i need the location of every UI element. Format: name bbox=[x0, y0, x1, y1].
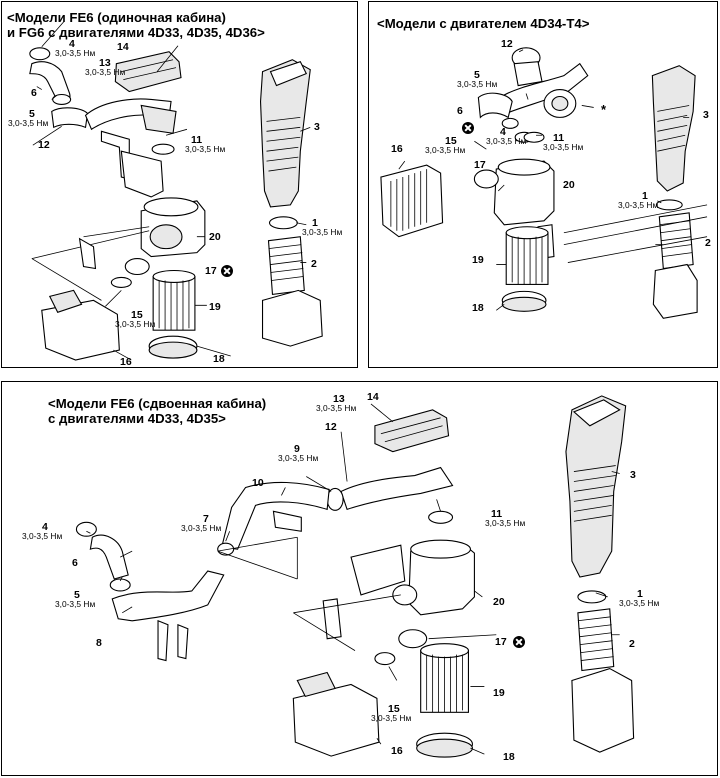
double-cab-diagram-art bbox=[75, 395, 635, 758]
callout-19-number: 19 bbox=[472, 254, 484, 266]
callout-5-torque: 3,0-3,5 Нм bbox=[457, 79, 498, 89]
callout-19-number: 19 bbox=[493, 687, 505, 699]
callout-13-number: 13 bbox=[333, 393, 345, 405]
panel-single-cab: <Модели FE6 (одиночная кабина) и FG6 с д… bbox=[1, 1, 358, 368]
engine-4d34-diagram-art bbox=[380, 47, 708, 319]
callout-9-torque: 3,0-3,5 Нм bbox=[278, 453, 319, 463]
callout-20-number: 20 bbox=[493, 596, 505, 608]
callout-6-number: 6 bbox=[72, 557, 78, 569]
callout-4-number: 4 bbox=[500, 126, 506, 138]
single-cab-diagram-art bbox=[29, 21, 323, 361]
callout-13-number: 13 bbox=[99, 57, 111, 69]
panel-2-title: <Модели с двигателем 4D34-T4> bbox=[377, 16, 590, 31]
callout-15-torque: 3,0-3,5 Нм bbox=[371, 713, 412, 723]
callout-16-number: 16 bbox=[120, 356, 132, 368]
callout-1-number: 1 bbox=[312, 217, 318, 229]
callout-4-number: 4 bbox=[69, 38, 75, 50]
callout-1-torque: 3,0-3,5 Нм bbox=[618, 200, 659, 210]
callout-13-torque: 3,0-3,5 Нм bbox=[85, 67, 126, 77]
callout-11-number: 11 bbox=[191, 134, 203, 146]
callout-17-number: 17 bbox=[474, 159, 486, 171]
callout-18-number: 18 bbox=[472, 302, 484, 314]
callout-16-number: 16 bbox=[391, 745, 403, 757]
callout-18-number: 18 bbox=[503, 751, 515, 763]
callout-4-torque: 3,0-3,5 Нм bbox=[486, 136, 527, 146]
panel-double-cab: <Модели FE6 (сдвоенная кабина) с двигате… bbox=[1, 381, 718, 776]
callout-11-number: 11 bbox=[553, 132, 565, 144]
callout-5-torque: 3,0-3,5 Нм bbox=[55, 599, 96, 609]
callout-4-torque: 3,0-3,5 Нм bbox=[22, 531, 63, 541]
callout-15-number: 15 bbox=[445, 135, 457, 147]
panel-3-title-line-2: с двигателями 4D33, 4D35> bbox=[48, 411, 226, 426]
callout-10-number: 10 bbox=[252, 477, 264, 489]
callout-19-number: 19 bbox=[209, 301, 221, 313]
callout-2-number: 2 bbox=[311, 258, 317, 270]
callout-1-torque: 3,0-3,5 Нм bbox=[302, 227, 343, 237]
callout-2-number: 2 bbox=[705, 237, 711, 249]
callout-14-number: 14 bbox=[117, 41, 129, 53]
turbocharger-asterisk: * bbox=[601, 102, 607, 117]
callout-18-number: 18 bbox=[213, 353, 225, 365]
callout-15-torque: 3,0-3,5 Нм bbox=[425, 145, 466, 155]
callout-3-number: 3 bbox=[630, 469, 636, 481]
callout-15-number: 15 bbox=[131, 309, 143, 321]
callout-3-number: 3 bbox=[703, 109, 709, 121]
callout-7-number: 7 bbox=[203, 513, 209, 525]
callout-5-torque: 3,0-3,5 Нм bbox=[8, 118, 49, 128]
callout-2-number: 2 bbox=[629, 638, 635, 650]
callout-17-number: 17 bbox=[495, 636, 507, 648]
callout-12-number: 12 bbox=[38, 139, 50, 151]
panel-4d34: <Модели с двигателем 4D34-T4> * 12 5 3,0… bbox=[368, 1, 718, 368]
callout-11-torque: 3,0-3,5 Нм bbox=[185, 144, 226, 154]
callout-11-torque: 3,0-3,5 Нм bbox=[543, 142, 584, 152]
panel-1-title-line-2: и FG6 с двигателями 4D33, 4D35, 4D36> bbox=[7, 25, 265, 40]
callout-1-torque: 3,0-3,5 Нм bbox=[619, 598, 660, 608]
callout-6-number: 6 bbox=[457, 105, 463, 117]
panel-1-title-line-1: <Модели FE6 (одиночная кабина) bbox=[7, 10, 226, 25]
callout-9-number: 9 bbox=[294, 443, 300, 455]
panel-3-title-line-1: <Модели FE6 (сдвоенная кабина) bbox=[48, 396, 267, 411]
callout-17-number: 17 bbox=[205, 265, 217, 277]
callout-3-number: 3 bbox=[314, 121, 320, 133]
callout-4-number: 4 bbox=[42, 521, 48, 533]
callout-12-number: 12 bbox=[501, 38, 513, 50]
callout-1-number: 1 bbox=[637, 588, 643, 600]
callout-15-number: 15 bbox=[388, 703, 400, 715]
callout-20-number: 20 bbox=[209, 231, 221, 243]
callout-11-number: 11 bbox=[491, 508, 503, 520]
callout-13-torque: 3,0-3,5 Нм bbox=[316, 403, 357, 413]
callout-14-number: 14 bbox=[367, 391, 379, 403]
circled-x-icon bbox=[221, 265, 233, 277]
callout-8-number: 8 bbox=[96, 637, 102, 649]
callout-16-number: 16 bbox=[391, 143, 403, 155]
callout-1-number: 1 bbox=[642, 190, 648, 202]
callout-5-number: 5 bbox=[74, 589, 80, 601]
callout-7-torque: 3,0-3,5 Нм bbox=[181, 523, 222, 533]
circled-x-icon bbox=[462, 122, 474, 134]
callout-20-number: 20 bbox=[563, 179, 575, 191]
callout-12-number: 12 bbox=[325, 421, 337, 433]
callout-4-torque: 3,0-3,5 Нм bbox=[55, 48, 96, 58]
callout-11-torque: 3,0-3,5 Нм bbox=[485, 518, 526, 528]
callout-6-number: 6 bbox=[31, 87, 37, 99]
callout-5-number: 5 bbox=[29, 108, 35, 120]
circled-x-icon bbox=[513, 636, 525, 648]
callout-15-torque: 3,0-3,5 Нм bbox=[115, 319, 156, 329]
callout-5-number: 5 bbox=[474, 69, 480, 81]
